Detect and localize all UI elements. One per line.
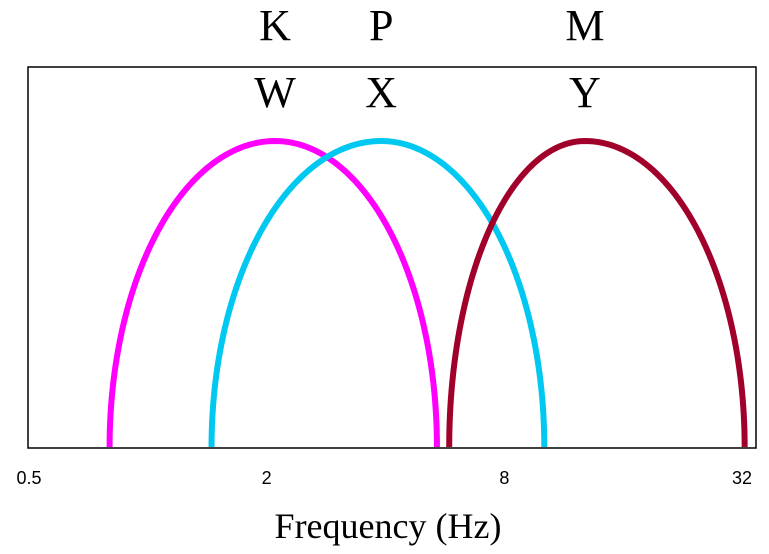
- x-tick-label: 32: [732, 468, 752, 488]
- x-axis-label: Frequency (Hz): [275, 506, 502, 546]
- band-label: W: [254, 68, 296, 117]
- band-label: X: [365, 68, 397, 117]
- band-labels-layer: KW PX MY: [254, 1, 604, 117]
- x-tick-label: 8: [499, 468, 509, 488]
- band-label: P: [369, 1, 393, 50]
- band-label: K: [259, 1, 291, 50]
- band-label: M: [565, 1, 604, 50]
- series-curve-3: [446, 138, 748, 448]
- series-curve-1: [106, 138, 440, 448]
- curves-layer: [106, 138, 748, 448]
- plot-frame: [27, 66, 757, 449]
- x-tick-label: 2: [262, 468, 272, 488]
- band-label: Y: [569, 68, 601, 117]
- x-tick-label: 0.5: [16, 468, 41, 488]
- series-curve-2: [208, 138, 548, 448]
- x-tick-labels: 0.5 2 8 32: [16, 468, 752, 488]
